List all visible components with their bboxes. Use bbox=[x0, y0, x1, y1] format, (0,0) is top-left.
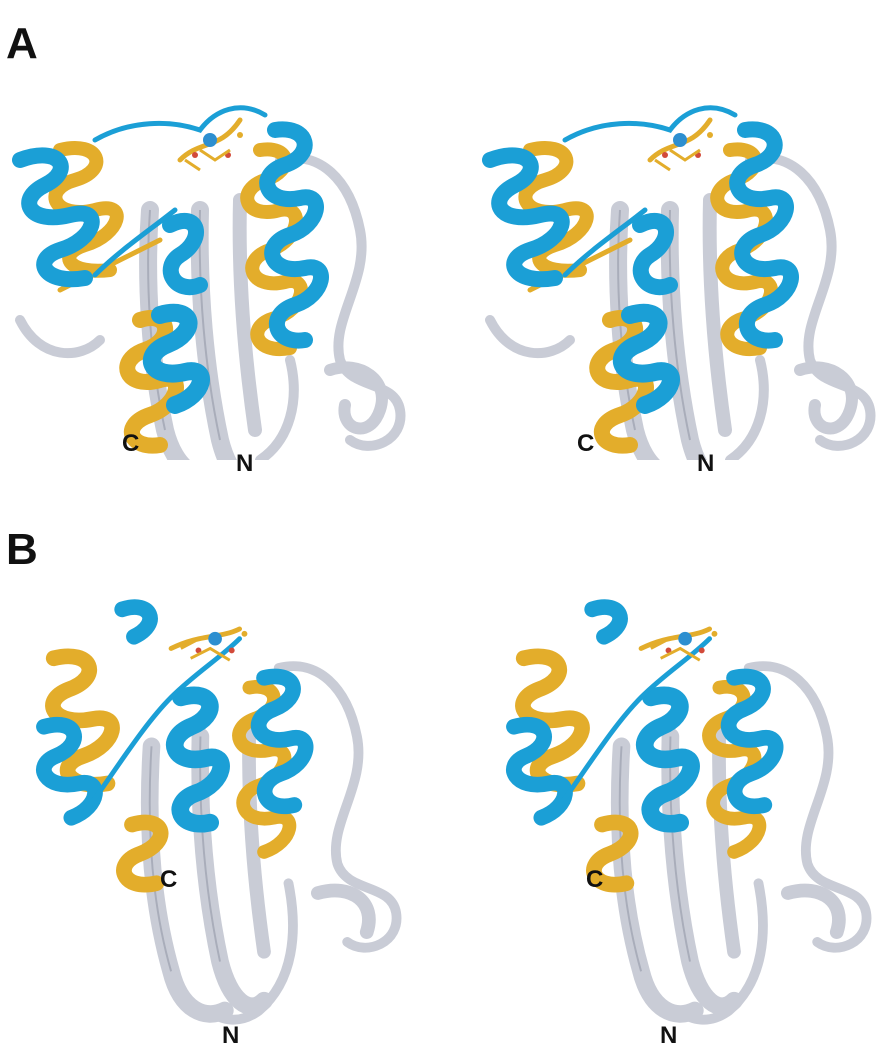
panel-b-right-c-terminus-label: C bbox=[586, 868, 603, 892]
panel-b-right-n-terminus-label: N bbox=[660, 1024, 677, 1048]
panel-label-b: B bbox=[6, 528, 38, 572]
panel-b-left-c-terminus-label: C bbox=[160, 868, 177, 892]
panel-a-left-c-terminus-label: C bbox=[122, 432, 139, 456]
panel-a-left-structure bbox=[0, 60, 410, 460]
panel-a-right-structure bbox=[470, 60, 880, 460]
panel-a-left-n-terminus-label: N bbox=[236, 452, 253, 476]
panel-a-right-c-terminus-label: C bbox=[577, 432, 594, 456]
panel-b-left-structure bbox=[20, 580, 420, 1030]
panel-b-right-structure bbox=[490, 580, 880, 1030]
panel-b-left-n-terminus-label: N bbox=[222, 1024, 239, 1048]
panel-a-right-n-terminus-label: N bbox=[697, 452, 714, 476]
